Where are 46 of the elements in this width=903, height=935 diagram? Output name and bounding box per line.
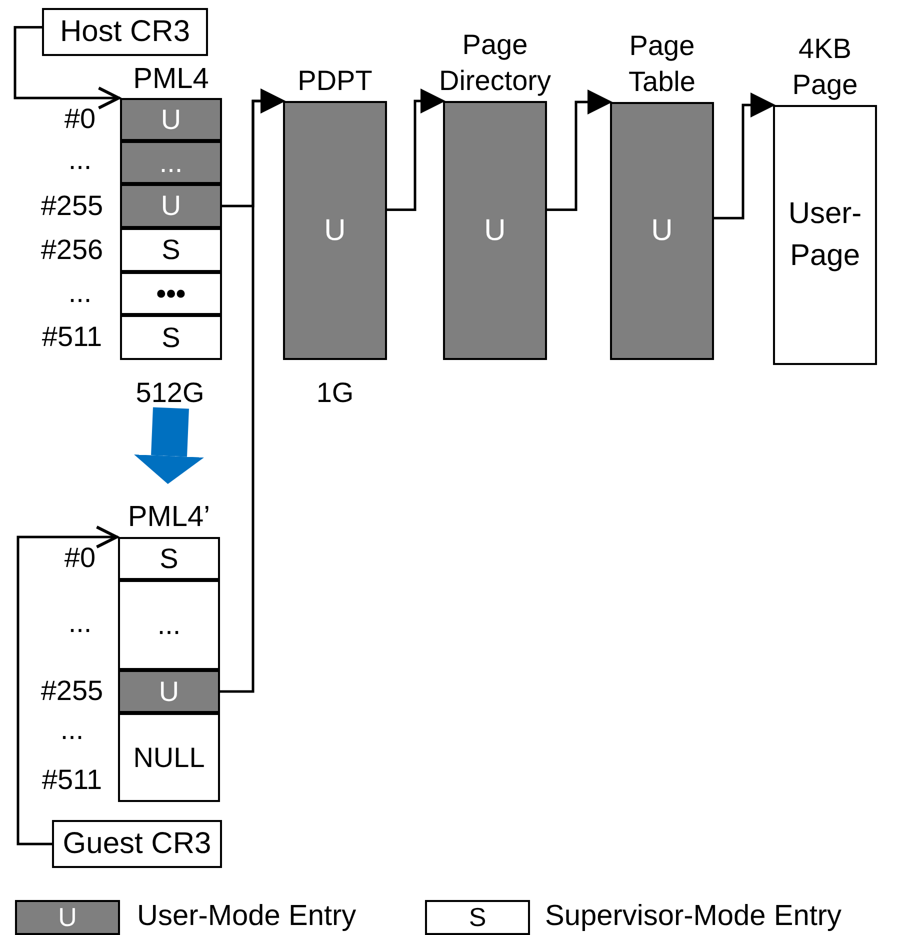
table-title: PML4’	[126, 500, 212, 534]
table-title: PDPT	[296, 64, 374, 98]
size-label: 512G	[136, 378, 204, 408]
entry-mark: U	[484, 212, 506, 248]
register-box: Guest CR3	[52, 820, 222, 868]
legend-label: Supervisor-Mode Entry	[545, 899, 842, 933]
table-title: 4KB Page	[791, 32, 859, 102]
table-title: PML4	[132, 62, 210, 96]
index-label: ...	[68, 608, 92, 638]
table-title: Page Directory	[438, 28, 552, 98]
table-entry: S	[118, 537, 220, 580]
index-label: #256	[40, 235, 104, 265]
table-title: Page Table	[628, 29, 696, 99]
index-label: #511	[42, 322, 102, 352]
legend-swatch: U	[15, 900, 120, 935]
index-label: ...	[68, 145, 92, 175]
page-label: User-Page	[787, 196, 863, 274]
arrow	[387, 88, 446, 212]
index-label: ...	[60, 715, 84, 745]
size-label: 1G	[316, 378, 354, 408]
arrow	[714, 92, 776, 220]
entry-mark: U	[324, 212, 346, 248]
index-label: ...	[68, 278, 92, 308]
arrow	[134, 407, 204, 484]
index-label: #255	[40, 191, 104, 221]
table-entry: NULL	[118, 713, 220, 802]
table-entry: U	[120, 184, 222, 228]
arrow	[16, 526, 118, 846]
entry-mark: U	[651, 213, 673, 249]
legend-swatch: S	[425, 900, 530, 935]
table-entry: ...	[118, 580, 220, 670]
index-label: #0	[64, 104, 96, 134]
arrow	[547, 90, 612, 212]
table-entry: S	[120, 315, 222, 360]
index-label: #0	[64, 543, 96, 573]
legend-label: User-Mode Entry	[137, 899, 356, 933]
table-entry: ...	[120, 141, 222, 184]
table-entry: U	[118, 670, 220, 713]
arrow	[14, 26, 120, 110]
table-entry: S	[120, 228, 222, 272]
index-label: #511	[42, 765, 102, 795]
arrow	[220, 88, 286, 693]
index-label: #255	[40, 676, 104, 706]
register-box: Host CR3	[42, 8, 208, 56]
table-entry: •••	[120, 272, 222, 315]
table-entry: U	[120, 98, 222, 141]
